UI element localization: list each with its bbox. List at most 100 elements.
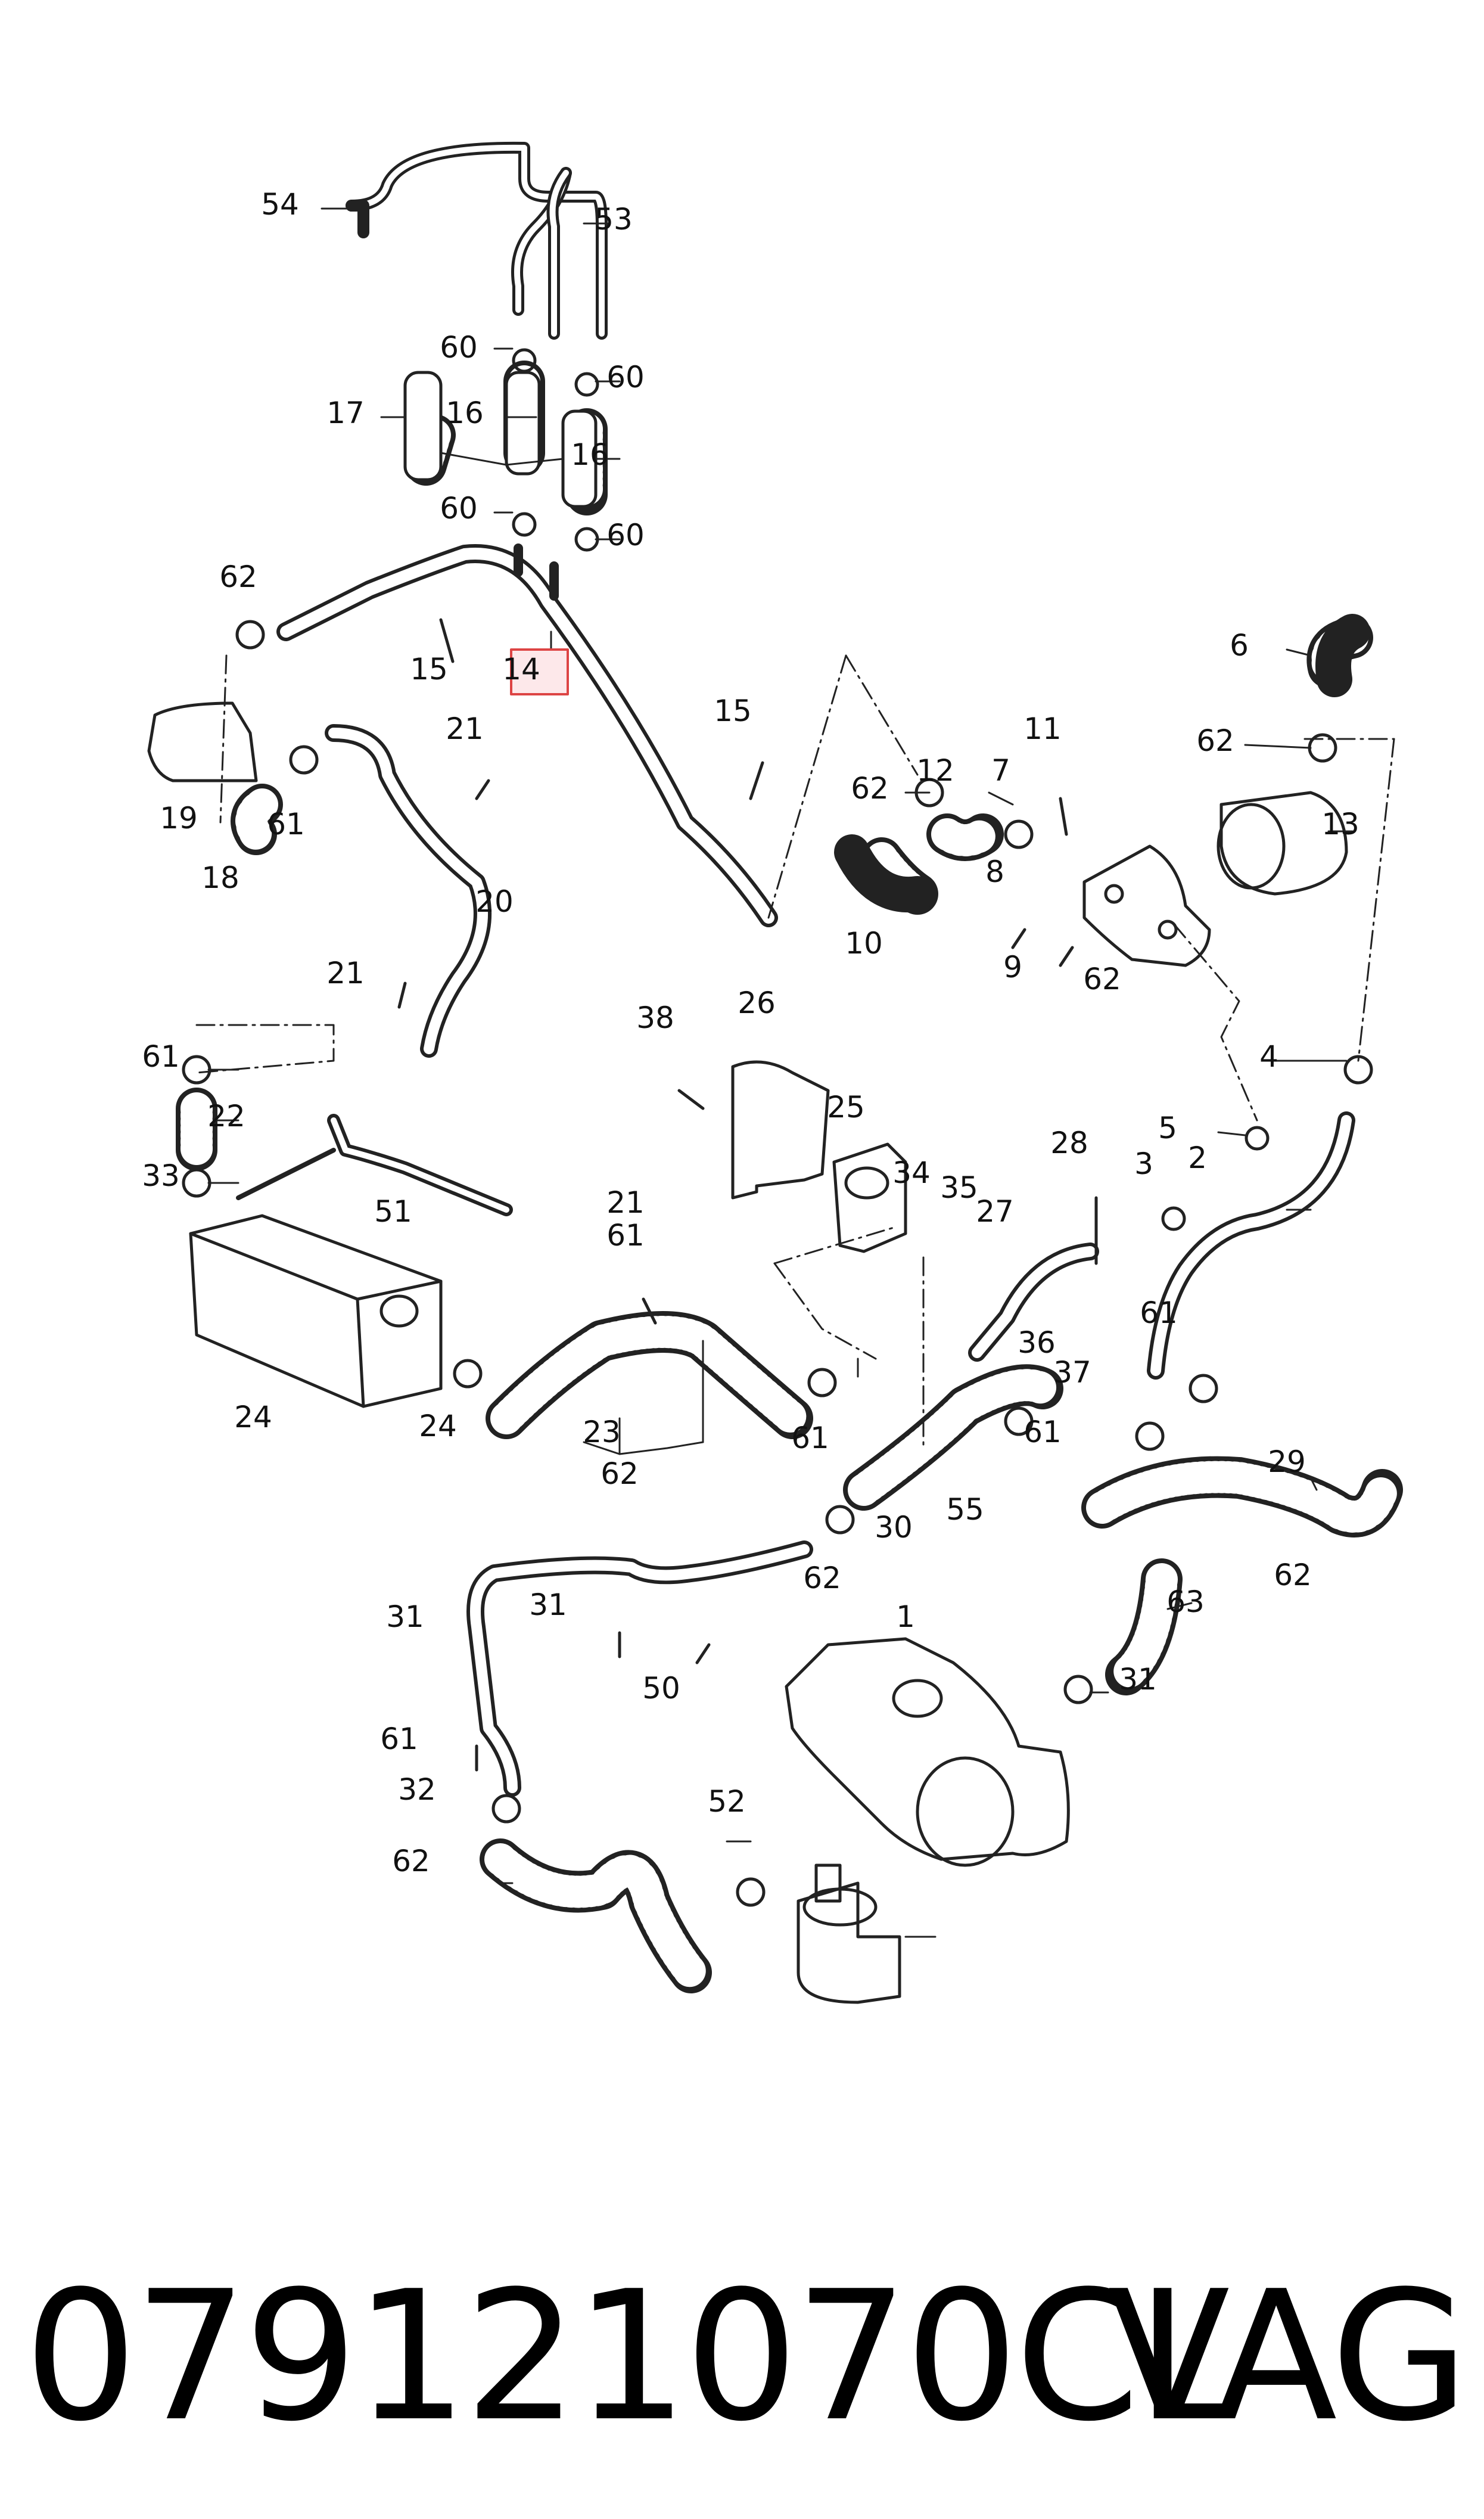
part-label-37: 37 bbox=[1053, 1355, 1091, 1390]
valve-25 bbox=[832, 1142, 907, 1253]
part-label-60: 60 bbox=[440, 330, 478, 365]
part-label-62: 62 bbox=[219, 560, 257, 594]
part-label-62: 62 bbox=[1083, 962, 1121, 996]
hose-pieces bbox=[403, 371, 1370, 913]
bracket-9 bbox=[1082, 844, 1211, 967]
part-label-62: 62 bbox=[601, 1456, 639, 1491]
part-label-5: 5 bbox=[1158, 1111, 1177, 1145]
pipe-27 bbox=[968, 1243, 1099, 1362]
pipe-20 bbox=[325, 724, 491, 1058]
highlight-box bbox=[510, 648, 569, 695]
part-label-3: 3 bbox=[1134, 1147, 1153, 1181]
part-label-33: 33 bbox=[142, 1158, 180, 1193]
brand-name: VAG bbox=[1107, 2253, 1469, 2461]
pipe-53-54 bbox=[346, 141, 608, 340]
part-label-6: 6 bbox=[1230, 628, 1249, 663]
part-label-9: 9 bbox=[1003, 950, 1022, 984]
heatshield-26 bbox=[731, 1060, 830, 1200]
pump-52 bbox=[797, 1863, 901, 2004]
part-label-60: 60 bbox=[606, 518, 645, 552]
part-label-15: 15 bbox=[714, 694, 752, 728]
part-label-16: 16 bbox=[571, 437, 609, 472]
part-label-31: 31 bbox=[529, 1588, 567, 1622]
part-label-10: 10 bbox=[845, 926, 883, 961]
part-label-36: 36 bbox=[1018, 1325, 1056, 1360]
part-label-63: 63 bbox=[1166, 1585, 1205, 1619]
part-label-21: 21 bbox=[606, 1185, 645, 1220]
part-label-62: 62 bbox=[392, 1844, 430, 1878]
part-label-60: 60 bbox=[606, 360, 645, 395]
part-label-61: 61 bbox=[791, 1421, 829, 1455]
part-label-25: 25 bbox=[827, 1090, 865, 1125]
part-label-13: 13 bbox=[1321, 807, 1359, 841]
part-label-35: 35 bbox=[940, 1170, 978, 1205]
part-label-14: 14 bbox=[502, 652, 540, 687]
part-label-38: 38 bbox=[636, 1001, 674, 1035]
part-label-61: 61 bbox=[267, 807, 305, 841]
part-label-8: 8 bbox=[985, 855, 1004, 889]
part-label-7: 7 bbox=[991, 753, 1010, 788]
part-label-61: 61 bbox=[1140, 1296, 1178, 1330]
cooler-51 bbox=[189, 1214, 443, 1408]
part-label-15: 15 bbox=[410, 652, 448, 687]
part-label-54: 54 bbox=[261, 187, 299, 222]
part-label-20: 20 bbox=[475, 884, 514, 919]
part-label-12: 12 bbox=[916, 753, 954, 788]
part-label-60: 60 bbox=[440, 491, 478, 526]
part-label-51: 51 bbox=[374, 1194, 412, 1229]
parts-drawing bbox=[147, 141, 1403, 2004]
bracket-19 bbox=[147, 701, 258, 782]
part-number: 079121070CL bbox=[24, 2253, 1236, 2461]
part-label-22: 22 bbox=[207, 1099, 245, 1133]
pipe-33 bbox=[236, 1114, 513, 1216]
part-label-61: 61 bbox=[606, 1218, 645, 1253]
part-label-26: 26 bbox=[738, 986, 776, 1020]
part-label-62: 62 bbox=[851, 771, 889, 806]
pipe-30 bbox=[466, 1540, 813, 1797]
part-label-21: 21 bbox=[326, 956, 365, 990]
part-label-24: 24 bbox=[419, 1409, 457, 1443]
part-label-23: 23 bbox=[583, 1415, 621, 1449]
part-label-11: 11 bbox=[1023, 712, 1062, 746]
bolts bbox=[397, 618, 1098, 1772]
part-label-34: 34 bbox=[892, 1156, 931, 1190]
part-label-52: 52 bbox=[708, 1784, 746, 1819]
part-label-31: 31 bbox=[386, 1599, 424, 1634]
pump-7 bbox=[1217, 791, 1348, 896]
part-label-24: 24 bbox=[234, 1400, 272, 1434]
caption: 079121070CL VAG bbox=[24, 2253, 1469, 2461]
part-label-61: 61 bbox=[380, 1722, 418, 1756]
hoses-fill bbox=[181, 365, 1398, 1989]
pipe-2 bbox=[1147, 1111, 1355, 1380]
part-label-62: 62 bbox=[803, 1561, 841, 1595]
part-label-4: 4 bbox=[1259, 1039, 1278, 1074]
pipe-14 bbox=[276, 543, 778, 927]
hoses bbox=[176, 361, 1403, 1993]
part-label-17: 17 bbox=[326, 396, 365, 430]
part-label-2: 2 bbox=[1188, 1141, 1207, 1175]
association-lines bbox=[195, 654, 1395, 1449]
part-label-19: 19 bbox=[160, 801, 198, 835]
part-label-16: 16 bbox=[446, 396, 484, 430]
part-label-18: 18 bbox=[201, 861, 239, 895]
part-label-53: 53 bbox=[595, 202, 633, 237]
thermostat-50 bbox=[785, 1637, 1070, 1867]
part-label-30: 30 bbox=[875, 1510, 913, 1545]
part-label-28: 28 bbox=[1050, 1126, 1088, 1160]
part-label-29: 29 bbox=[1268, 1445, 1306, 1479]
part-label-1: 1 bbox=[896, 1599, 915, 1634]
leader-lines bbox=[207, 207, 1354, 1938]
part-label-32: 32 bbox=[398, 1772, 436, 1807]
part-label-61: 61 bbox=[142, 1039, 180, 1074]
part-label-61: 61 bbox=[1023, 1415, 1062, 1449]
part-label-50: 50 bbox=[642, 1671, 680, 1706]
part-label-21: 21 bbox=[446, 712, 484, 746]
part-label-55: 55 bbox=[946, 1492, 984, 1527]
clamps bbox=[182, 348, 1373, 1907]
part-label-62: 62 bbox=[1274, 1558, 1312, 1592]
part-label-27: 27 bbox=[976, 1194, 1014, 1229]
part-label-62: 62 bbox=[1196, 723, 1234, 758]
part-label-31: 31 bbox=[1119, 1662, 1157, 1697]
